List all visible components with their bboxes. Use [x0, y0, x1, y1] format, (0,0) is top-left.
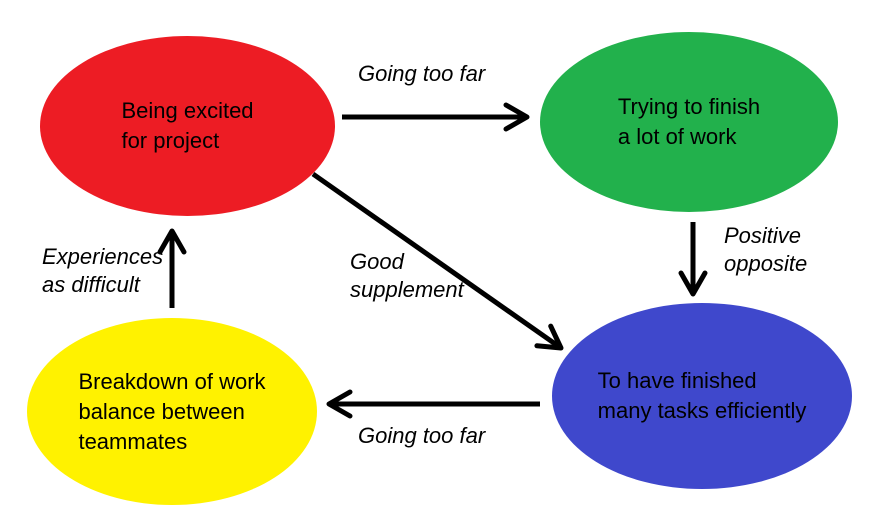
edge-label-line: opposite — [724, 251, 808, 276]
edge-label-line: Going too far — [358, 423, 486, 448]
node-text-line: many tasks efficiently — [597, 398, 807, 423]
node-finished-many-tasks: To have finished many tasks efficiently — [552, 303, 852, 489]
edge-label-line: Positive — [724, 223, 802, 248]
node-text-line: teammates — [78, 428, 188, 454]
node-breakdown-work-balance-label: Breakdown of work balance between teamma… — [78, 367, 265, 457]
arrow-excited-to-finished — [311, 171, 564, 351]
edge-label-going-too-far-top: Going too far — [358, 60, 485, 88]
node-being-excited-label: Being excited for project — [121, 96, 253, 156]
node-text-line: balance between — [78, 398, 245, 424]
edge-label-line: supplement — [350, 277, 464, 302]
edge-label-line: Good — [350, 249, 404, 274]
node-text-line: Being excited — [121, 98, 254, 123]
node-text-line: Breakdown of work — [78, 368, 266, 394]
node-text-line: a lot of work — [617, 124, 737, 149]
node-text-line: Trying to finish — [617, 94, 761, 119]
edge-label-positive-opposite: Positive opposite — [724, 222, 807, 278]
edge-label-line: Going too far — [358, 61, 486, 86]
edge-label-going-too-far-bottom: Going too far — [358, 422, 485, 450]
node-being-excited: Being excited for project — [40, 36, 335, 216]
node-trying-to-finish: Trying to finish a lot of work — [540, 32, 838, 212]
node-text-line: To have finished — [597, 368, 757, 393]
edge-label-experiences-as-difficult: Experiences as difficult — [42, 243, 163, 299]
edge-label-good-supplement: Good supplement — [350, 248, 464, 304]
node-trying-to-finish-label: Trying to finish a lot of work — [618, 92, 760, 152]
node-breakdown-work-balance: Breakdown of work balance between teamma… — [27, 318, 317, 505]
node-finished-many-tasks-label: To have finished many tasks efficiently — [598, 366, 807, 426]
edge-label-line: as difficult — [42, 272, 140, 297]
edge-label-line: Experiences — [42, 244, 164, 269]
node-text-line: for project — [121, 128, 220, 153]
